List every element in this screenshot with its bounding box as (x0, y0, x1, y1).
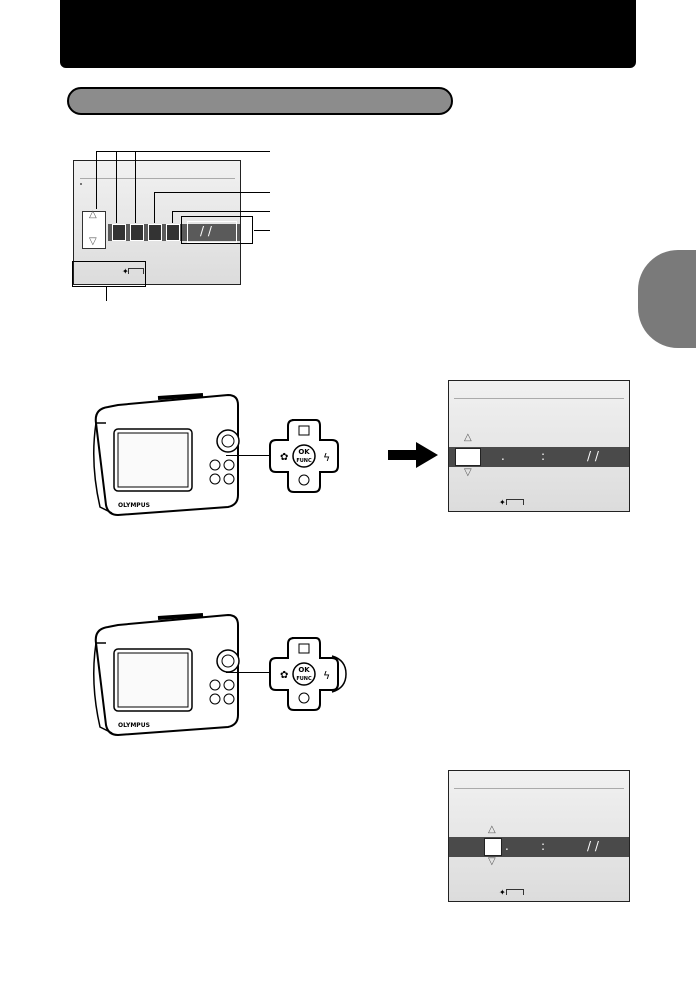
chapter-side-tab (638, 250, 696, 348)
day-field (130, 224, 144, 241)
dot-separator: . (501, 449, 505, 463)
camera-brand-label: OLYMPUS (118, 722, 150, 729)
screen-title-divider (80, 178, 235, 179)
colon-separator: : (541, 449, 546, 463)
camera-to-pad-line-step1 (226, 455, 270, 456)
up-arrow-icon: △ (464, 432, 472, 443)
exposure-icon (298, 643, 310, 654)
colon-separator: : (541, 839, 546, 853)
exposure-icon (298, 425, 310, 436)
year-field (82, 211, 106, 249)
hour-field (148, 224, 162, 241)
date-format-slashes: / / (200, 224, 212, 238)
self-timer-icon (298, 692, 310, 704)
date-format-field (187, 221, 237, 243)
camera-brand-label: OLYMPUS (118, 502, 150, 509)
callout-tick-hour (154, 192, 155, 223)
ok-arrow-icon: ✦ (499, 888, 506, 897)
func-label: FUNC (296, 676, 312, 682)
ok-label: OK (298, 448, 310, 456)
ok-label: OK (298, 666, 310, 674)
camera-to-pad-line-step2 (226, 672, 270, 673)
callout-line-hour (154, 192, 270, 193)
callout-line-minute (172, 211, 270, 212)
macro-icon: ✿ (280, 452, 288, 463)
date-format-slashes: / / (587, 839, 599, 853)
ok-button-icon (506, 889, 524, 895)
year-field-active (455, 448, 481, 466)
macro-icon: ✿ (280, 670, 288, 681)
date-format-slashes: / / (587, 449, 599, 463)
ok-arrow-icon: ✦ (122, 267, 129, 276)
callout-bracket-format (181, 216, 253, 244)
flash-icon: ϟ (323, 451, 330, 464)
dot-separator: . (505, 839, 509, 853)
callout-line-ok (106, 287, 107, 301)
step1-result-screen: △ . : / / ▽ ✦ (448, 380, 630, 512)
screen-top-dot (80, 183, 82, 185)
highlight-row (449, 837, 629, 857)
down-arrow-icon: ▽ (89, 236, 97, 247)
callout-tick-minute (172, 211, 173, 223)
down-arrow-icon: ▽ (464, 467, 472, 478)
down-arrow-icon: ▽ (488, 856, 496, 867)
step2-result-screen: △ . : / / ▽ ✦ (448, 770, 630, 902)
screen-title-divider (454, 788, 624, 789)
callout-line-format (254, 230, 270, 231)
minute-field (166, 224, 180, 241)
annotated-datetime-screen: △ ▽ / / ✦ (73, 160, 241, 285)
callout-bracket-ok (72, 261, 146, 287)
press-right-highlight (331, 655, 347, 693)
page-header-bar (60, 0, 636, 68)
up-arrow-icon: △ (488, 824, 496, 835)
callout-line-top (136, 151, 270, 152)
ok-button-icon (506, 499, 524, 505)
self-timer-icon (298, 474, 310, 486)
flash-icon: ϟ (323, 669, 330, 682)
callout-tick-year (96, 151, 97, 209)
highlight-row (449, 447, 629, 467)
ok-arrow-icon: ✦ (499, 498, 506, 507)
up-arrow-icon: △ (89, 209, 97, 220)
month-field (112, 224, 126, 241)
screen-title-divider (454, 398, 624, 399)
ok-button-icon (128, 268, 144, 274)
month-field-active (484, 838, 502, 856)
callout-tick-month (116, 151, 117, 223)
callout-tick-day (135, 151, 136, 223)
section-title-pill (67, 87, 453, 115)
func-label: FUNC (296, 458, 312, 464)
